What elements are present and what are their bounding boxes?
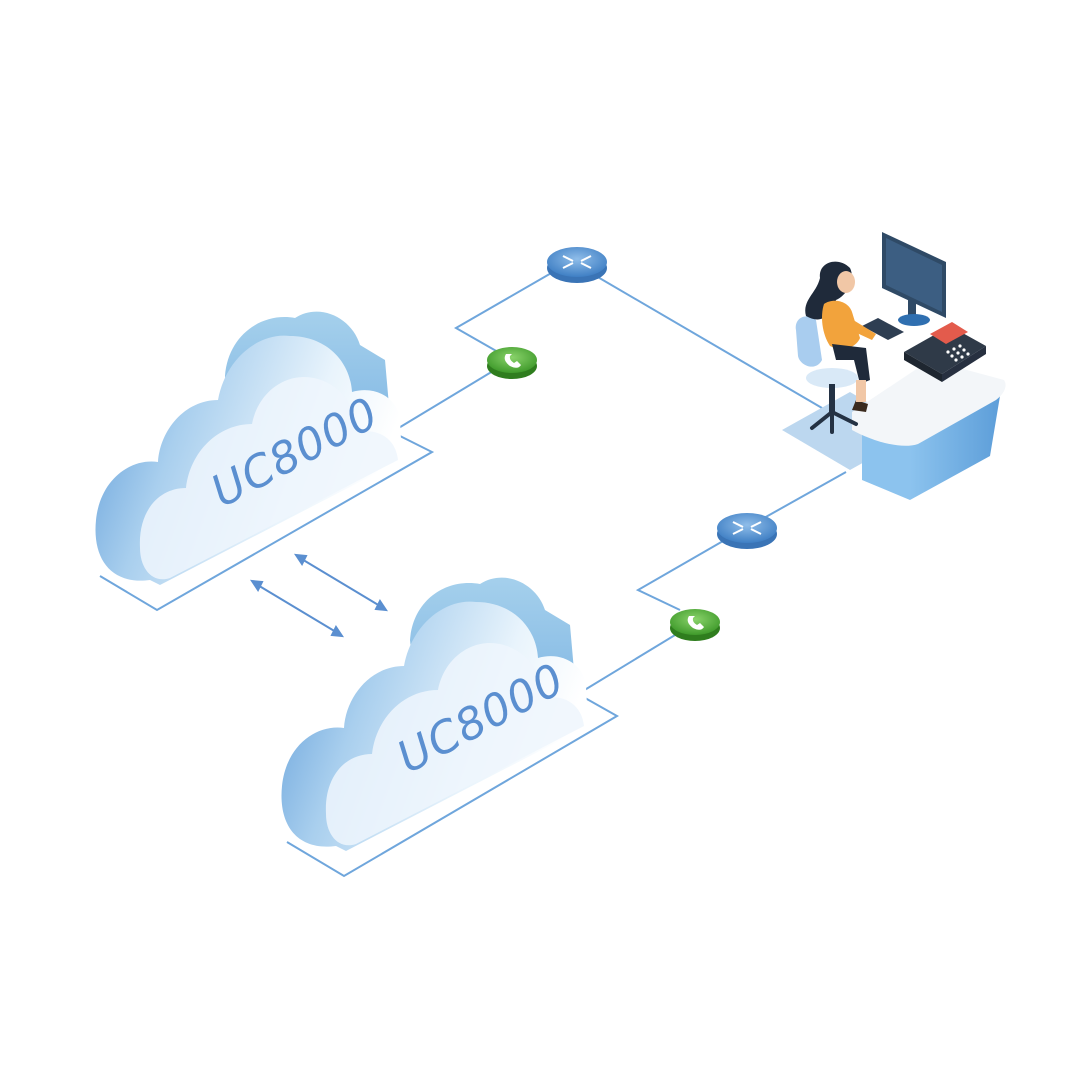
desk-front-right bbox=[910, 396, 1000, 500]
cloud-top-front-face bbox=[139, 376, 398, 580]
cloud-bottom[interactable]: UC8000 bbox=[281, 577, 588, 851]
monitor-stand bbox=[908, 300, 916, 318]
cloud-top[interactable]: UC8000 bbox=[95, 311, 403, 585]
monitor-base bbox=[898, 314, 930, 326]
bottom-cloud-base-outline bbox=[286, 693, 620, 878]
chair-back bbox=[795, 316, 822, 367]
bidirectional-arrow-icon bbox=[249, 553, 389, 638]
monitor-screen-face bbox=[886, 238, 942, 312]
link-router-desk bbox=[595, 275, 823, 409]
link-bottom-cloud-phone bbox=[577, 631, 681, 695]
phone-icon bbox=[670, 609, 720, 641]
chair-legs bbox=[810, 410, 858, 434]
link-router-bottom-desk bbox=[763, 471, 847, 519]
phone-icon bbox=[487, 347, 537, 379]
agent-workstation-icon bbox=[782, 232, 1006, 500]
keyboard bbox=[862, 318, 904, 340]
link-phone-router-top bbox=[453, 267, 561, 353]
person-face bbox=[837, 271, 855, 293]
chair-post bbox=[829, 384, 835, 412]
desk-phone-icon bbox=[904, 322, 986, 382]
chair-seat bbox=[806, 368, 858, 388]
connection-lines bbox=[99, 267, 847, 878]
link-top-cloud-phone bbox=[391, 367, 499, 433]
person-shoe bbox=[852, 400, 868, 412]
person-lower-leg bbox=[856, 380, 866, 402]
person-arm bbox=[846, 318, 876, 340]
link-phone-router-bottom bbox=[635, 536, 731, 611]
desk-top bbox=[852, 360, 1006, 446]
router-icon bbox=[717, 513, 777, 549]
person-shirt bbox=[822, 300, 860, 349]
person-legs bbox=[832, 344, 870, 384]
top-cloud-base-outline bbox=[99, 431, 435, 612]
router-icon bbox=[547, 247, 607, 283]
cloud-bottom-front-face bbox=[325, 642, 584, 846]
